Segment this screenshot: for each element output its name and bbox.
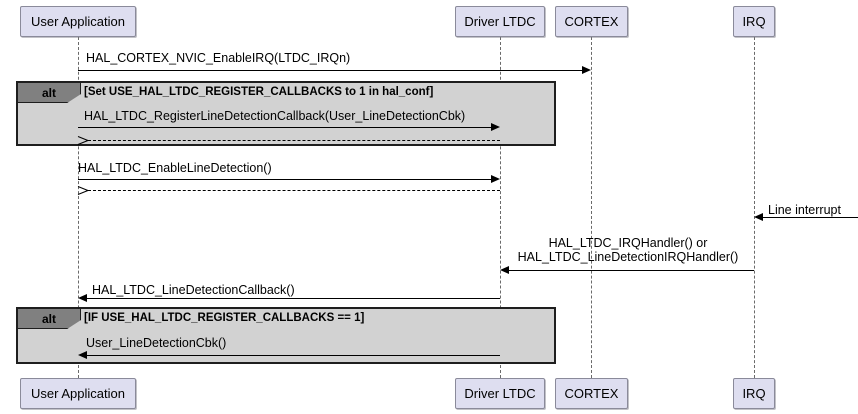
message-label-hal-cortex-nvic-enable-irq: HAL_CORTEX_NVIC_EnableIRQ(LTDC_IRQn) <box>86 51 351 65</box>
participant-box-irq-top[interactable]: IRQ <box>733 6 775 37</box>
message-label-hal-ltdc-irq-handler-line1: HAL_LTDC_IRQHandler() or <box>548 236 708 250</box>
participant-label-driver-ltdc-top: Driver LTDC <box>464 14 536 29</box>
participant-label-irq-top: IRQ <box>742 14 766 29</box>
message-line-hal-ltdc-enable-line-detection <box>78 179 491 180</box>
alt-fragment-user-callback: alt <box>16 307 556 364</box>
participant-label-cortex-bottom: CORTEX <box>564 386 619 401</box>
message-label-register-line-detection-callback: HAL_LTDC_RegisterLineDetectionCallback(U… <box>84 109 466 123</box>
arrow-head-hal-ltdc-line-detection-callback <box>78 294 87 302</box>
participant-box-cortex-top[interactable]: CORTEX <box>555 6 628 37</box>
arrow-head-hal-cortex-nvic-enable-irq <box>582 66 591 74</box>
message-label-user-line-detection-cbk: User_LineDetectionCbk() <box>86 336 227 350</box>
message-label-line-interrupt: Line interrupt <box>768 203 841 217</box>
arrow-head-hal-ltdc-enable-line-detection <box>491 175 500 183</box>
participant-box-user-application-bottom[interactable]: User Application <box>20 378 136 409</box>
arrow-head-register-line-detection-callback <box>491 123 500 131</box>
alt-fragment-register-callbacks: alt <box>16 81 556 146</box>
participant-box-cortex-bottom[interactable]: CORTEX <box>555 378 628 409</box>
participant-label-driver-ltdc-bottom: Driver LTDC <box>464 386 536 401</box>
lifeline-user-application <box>78 37 79 378</box>
lifeline-driver-ltdc <box>500 37 501 378</box>
message-line-register-line-detection-callback <box>78 127 491 128</box>
message-label-hal-ltdc-irq-handler-line2: HAL_LTDC_LineDetectionIRQHandler() <box>517 250 739 264</box>
message-label-hal-ltdc-line-detection-callback: HAL_LTDC_LineDetectionCallback() <box>92 283 295 297</box>
message-line-hal-ltdc-line-detection-callback <box>87 298 500 299</box>
alt-operator-label-1: alt <box>18 83 81 103</box>
participant-box-user-application-top[interactable]: User Application <box>20 6 136 37</box>
alt-guard-condition-2: [IF USE_HAL_LTDC_REGISTER_CALLBACKS == 1… <box>84 312 365 324</box>
message-line-register-callback-return <box>88 140 500 141</box>
participant-label-user-application-top: User Application <box>31 14 125 29</box>
message-line-hal-ltdc-irq-handler <box>509 270 754 271</box>
message-line-enable-line-detection-return <box>88 190 500 191</box>
message-label-hal-ltdc-enable-line-detection: HAL_LTDC_EnableLineDetection() <box>78 161 272 175</box>
participant-box-irq-bottom[interactable]: IRQ <box>733 378 775 409</box>
message-line-line-interrupt <box>763 217 858 218</box>
participant-label-irq-bottom: IRQ <box>742 386 766 401</box>
arrow-head-enable-line-detection-return <box>78 186 88 195</box>
participant-label-user-application-bottom: User Application <box>31 386 125 401</box>
arrow-head-hal-ltdc-irq-handler <box>500 266 509 274</box>
lifeline-irq <box>754 37 755 378</box>
arrow-head-register-callback-return <box>78 136 88 145</box>
lifeline-cortex <box>591 37 592 378</box>
alt-operator-label-2: alt <box>18 309 81 329</box>
message-line-hal-cortex-nvic-enable-irq <box>78 70 582 71</box>
alt-guard-condition-1: [Set USE_HAL_LTDC_REGISTER_CALLBACKS to … <box>84 86 434 98</box>
participant-box-driver-ltdc-top[interactable]: Driver LTDC <box>455 6 545 37</box>
message-line-user-line-detection-cbk <box>87 355 500 356</box>
arrow-head-user-line-detection-cbk <box>78 351 87 359</box>
participant-box-driver-ltdc-bottom[interactable]: Driver LTDC <box>455 378 545 409</box>
participant-label-cortex-top: CORTEX <box>564 14 619 29</box>
arrow-head-line-interrupt <box>754 213 763 221</box>
